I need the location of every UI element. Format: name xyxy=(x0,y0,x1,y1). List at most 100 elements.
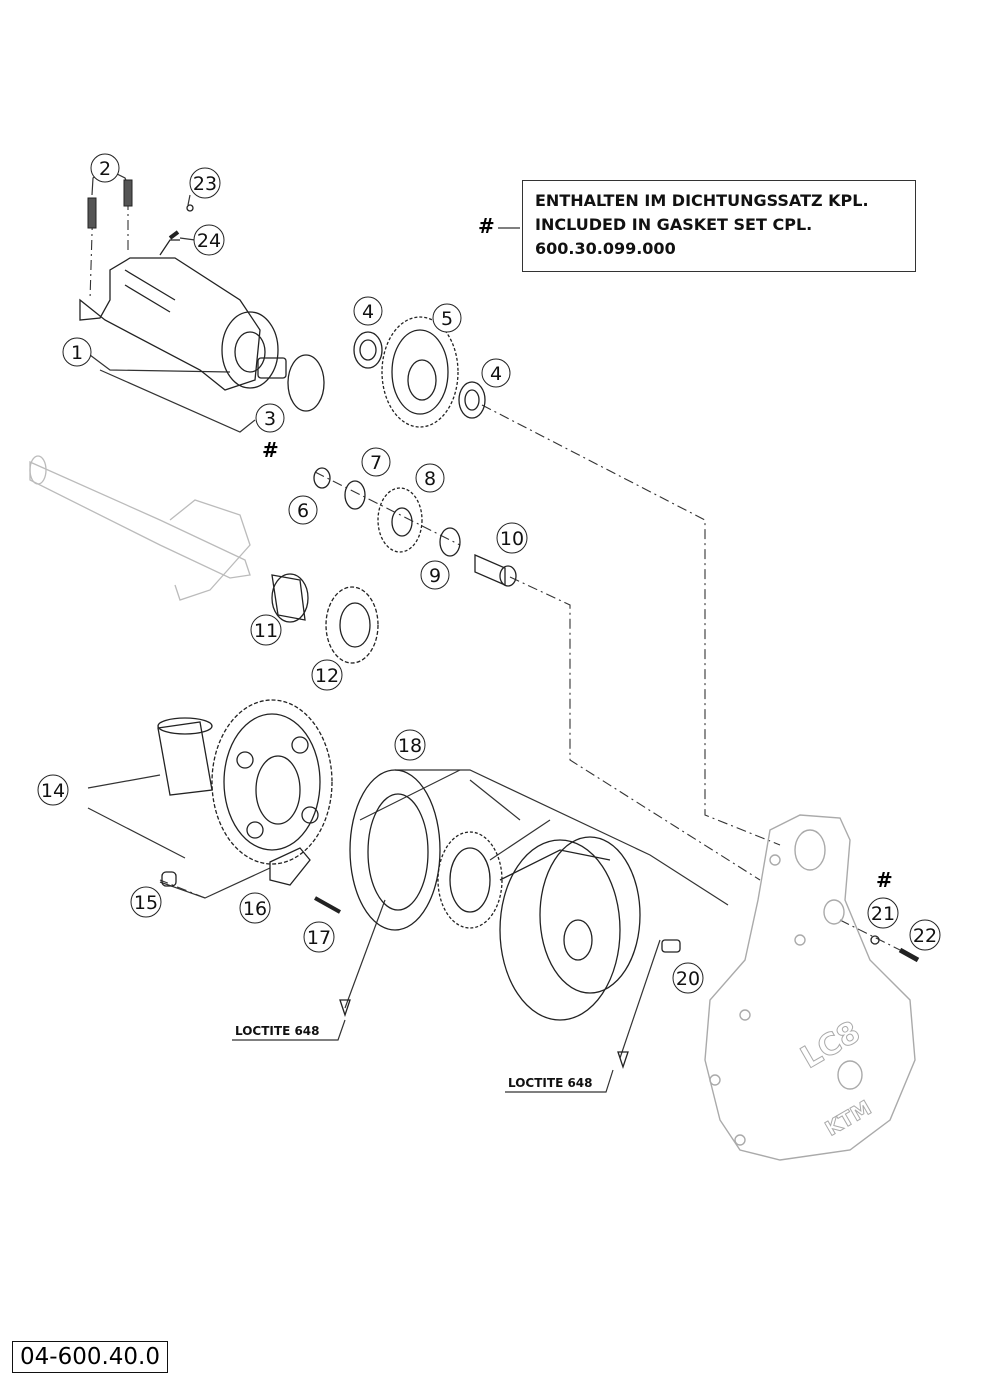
circlip-6 xyxy=(313,467,331,489)
axis-bolt-2a xyxy=(89,199,94,301)
svg-text:10: 10 xyxy=(500,528,524,550)
leader-18b xyxy=(359,769,551,861)
lever-16 xyxy=(269,847,311,886)
leader-24 xyxy=(179,237,196,241)
bolt-17 xyxy=(314,896,341,914)
svg-text:18: 18 xyxy=(398,735,422,757)
callout-2: 2 xyxy=(90,153,120,183)
axis-pin-10 xyxy=(509,576,761,881)
callout-16: 16 xyxy=(239,892,271,924)
callout-23: 23 xyxy=(189,167,221,199)
svg-text:4: 4 xyxy=(490,363,502,385)
callout-6: 6 xyxy=(288,495,318,525)
loctite-right-label: LOCTITE 648 xyxy=(508,1076,593,1090)
svg-text:12: 12 xyxy=(315,665,339,687)
callout-15: 15 xyxy=(130,886,162,918)
bolt-20 xyxy=(661,939,681,953)
svg-text:7: 7 xyxy=(370,452,382,474)
leader-18 xyxy=(395,769,729,906)
callout-7: 7 xyxy=(361,447,391,477)
svg-text:24: 24 xyxy=(197,230,221,252)
callout-21: 21 xyxy=(867,897,899,929)
axis-bolt-15 xyxy=(159,879,206,899)
crankshaft xyxy=(29,455,251,601)
o-ring-3 xyxy=(287,354,325,412)
svg-text:9: 9 xyxy=(429,565,441,587)
bolts-2 xyxy=(87,179,133,229)
leader-23 xyxy=(187,194,191,206)
cover-logo-lc8: LC8 xyxy=(795,1015,866,1076)
callout-18: 18 xyxy=(394,729,426,761)
callout-1: 1 xyxy=(62,337,92,367)
diagram-reference: 04-600.40.0 xyxy=(12,1341,168,1373)
callouts: 1 2 3 4 4 5 6 7 8 9 10 11 12 14 15 16 17… xyxy=(37,153,941,994)
leader-14 xyxy=(87,774,186,859)
callout-17: 17 xyxy=(303,921,335,953)
svg-text:4: 4 xyxy=(362,301,374,323)
svg-text:1: 1 xyxy=(71,342,83,364)
bearing-11 xyxy=(271,574,306,621)
engine-cover xyxy=(704,814,916,1161)
starter-motor xyxy=(79,239,325,412)
note-line-3: 600.30.099.000 xyxy=(535,239,676,258)
svg-text:11: 11 xyxy=(254,620,278,642)
large-gear xyxy=(211,699,333,865)
loctite-left-underline xyxy=(232,1019,346,1041)
callout-4a: 4 xyxy=(353,296,383,326)
axis-bolt-22 xyxy=(839,919,911,956)
part-23 xyxy=(186,204,194,212)
callout-5: 5 xyxy=(432,303,462,333)
leader-3 xyxy=(99,369,256,433)
freewheel xyxy=(437,831,503,929)
axis-idler-shaft xyxy=(481,404,781,846)
bearing-4a xyxy=(353,331,383,369)
callout-8: 8 xyxy=(415,463,445,493)
gasket-set-note: ENTHALTEN IM DICHTUNGSSATZ KPL. INCLUDED… xyxy=(522,180,916,272)
bolt-22 xyxy=(898,947,920,963)
hash-part-3: # xyxy=(262,438,279,462)
washer-21 xyxy=(870,935,880,945)
bearing-4b xyxy=(458,381,486,419)
callout-11: 11 xyxy=(250,614,282,646)
note-line-1: ENTHALTEN IM DICHTUNGSSATZ KPL. xyxy=(535,191,869,210)
rotor xyxy=(499,839,621,1021)
callout-3: 3 xyxy=(255,403,285,433)
callout-24: 24 xyxy=(193,224,225,256)
loctite-left-label: LOCTITE 648 xyxy=(235,1024,320,1038)
cover-logo-ktm: KTM xyxy=(821,1095,875,1140)
note-hash-marker: # xyxy=(478,214,495,238)
washer-7 xyxy=(344,480,366,510)
svg-text:6: 6 xyxy=(297,500,309,522)
leader-loctite-right xyxy=(619,939,661,1059)
bearing-14 xyxy=(157,721,213,796)
gear-5 xyxy=(381,316,459,428)
svg-text:15: 15 xyxy=(134,892,158,914)
note-line-2: INCLUDED IN GASKET SET CPL. xyxy=(535,215,813,234)
svg-text:14: 14 xyxy=(41,780,65,802)
drop-right xyxy=(617,1051,629,1070)
svg-text:17: 17 xyxy=(307,927,331,949)
axis-gear-8 xyxy=(314,471,461,546)
svg-text:2: 2 xyxy=(99,158,111,180)
callout-14: 14 xyxy=(37,774,69,806)
callout-4b: 4 xyxy=(481,358,511,388)
loctite-right-underline xyxy=(505,1069,614,1093)
part-24 xyxy=(168,230,180,240)
pin-15 xyxy=(161,871,177,887)
ring-18a xyxy=(349,769,441,931)
hash-part-21: # xyxy=(876,868,893,892)
svg-text:5: 5 xyxy=(441,308,453,330)
svg-text:22: 22 xyxy=(913,925,937,947)
drop-left xyxy=(339,999,351,1018)
svg-text:20: 20 xyxy=(676,968,700,990)
svg-text:23: 23 xyxy=(193,173,217,195)
svg-text:16: 16 xyxy=(243,898,267,920)
svg-text:21: 21 xyxy=(871,903,895,925)
callout-10: 10 xyxy=(496,522,528,554)
svg-text:3: 3 xyxy=(264,408,276,430)
gear-8 xyxy=(377,487,423,553)
gear-12 xyxy=(325,586,379,664)
callout-22: 22 xyxy=(909,919,941,951)
